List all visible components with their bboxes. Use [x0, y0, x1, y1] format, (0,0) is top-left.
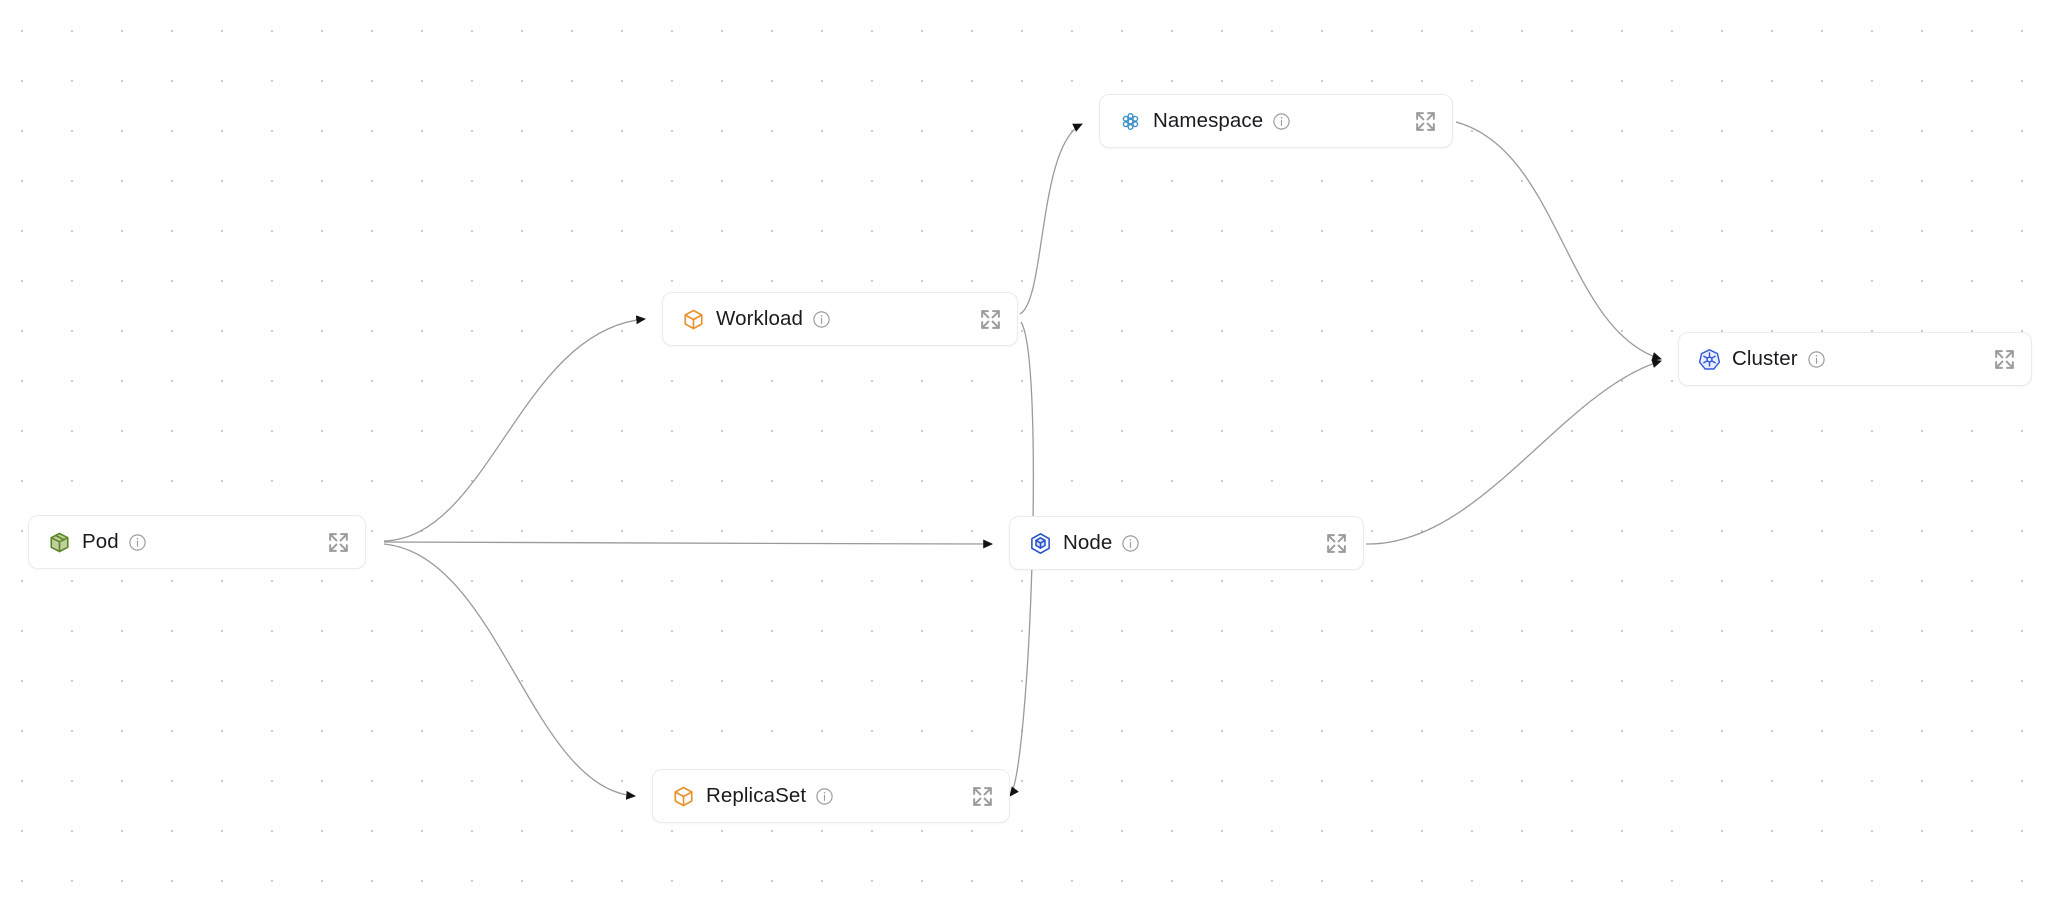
graph-node-cluster[interactable]: Cluster	[1678, 332, 2032, 386]
node-label-workload: Workload	[716, 306, 804, 330]
edge-namespace-cluster	[1455, 121, 1662, 361]
graph-node-replicaset[interactable]: ReplicaSet	[652, 769, 1010, 823]
node-label-node: Node	[1063, 530, 1113, 554]
edge-pod-workload	[383, 315, 646, 542]
expand-icon[interactable]	[969, 783, 995, 809]
replicaset-cube-icon	[671, 784, 695, 808]
expand-icon[interactable]	[1991, 346, 2017, 372]
graph-node-workload[interactable]: Workload	[662, 292, 1018, 346]
info-icon[interactable]	[812, 310, 831, 329]
node-label-replicaset: ReplicaSet	[706, 783, 807, 807]
edge-node-cluster	[1365, 359, 1662, 545]
info-icon[interactable]	[1807, 350, 1826, 369]
expand-icon[interactable]	[1412, 108, 1438, 134]
expand-icon[interactable]	[325, 529, 351, 555]
kubernetes-cluster-icon	[1697, 347, 1721, 371]
edge-pod-replicaset	[383, 543, 636, 800]
graph-node-node[interactable]: Node	[1009, 516, 1364, 570]
node-label-cluster: Cluster	[1732, 346, 1798, 370]
pod-box-icon	[47, 530, 71, 554]
edge-workload-namespace	[1019, 123, 1083, 315]
namespace-circles-icon	[1118, 109, 1142, 133]
graph-node-namespace[interactable]: Namespace	[1099, 94, 1453, 148]
node-hexcube-icon	[1028, 531, 1052, 555]
expand-icon[interactable]	[1323, 530, 1349, 556]
info-icon[interactable]	[1272, 112, 1291, 131]
graph-node-pod[interactable]: Pod	[28, 515, 366, 569]
node-label-pod: Pod	[82, 529, 119, 553]
info-icon[interactable]	[815, 787, 834, 806]
workload-cube-icon	[681, 307, 705, 331]
edge-pod-node	[383, 539, 993, 549]
info-icon[interactable]	[128, 533, 147, 552]
info-icon[interactable]	[1121, 534, 1140, 553]
expand-icon[interactable]	[977, 306, 1003, 332]
node-label-namespace: Namespace	[1153, 108, 1264, 132]
